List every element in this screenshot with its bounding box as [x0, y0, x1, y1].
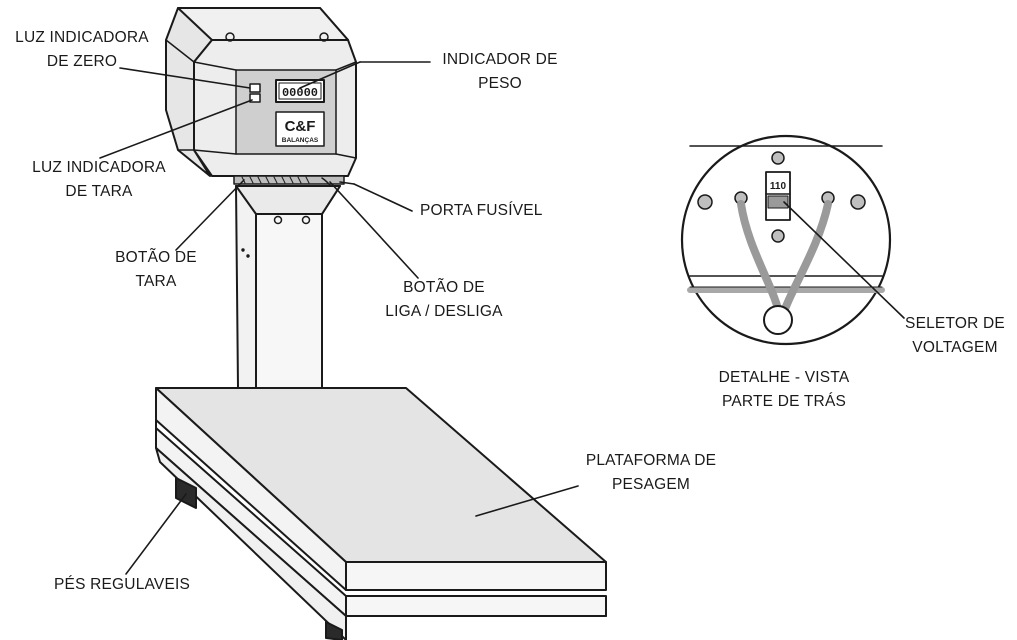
- label-zero-light-line2: DE ZERO: [46, 53, 118, 70]
- brand-plate: [275, 111, 325, 147]
- zero-light: [249, 83, 261, 93]
- label-power-button-line1: BOTÃO DE: [403, 279, 485, 296]
- display-digits: 00000: [282, 86, 318, 100]
- brand-logo: C&F: [285, 118, 316, 135]
- voltage-value: 110: [770, 181, 787, 192]
- label-tare-light: LUZ INDICADORA DE TARA: [24, 156, 174, 204]
- label-power-button: BOTÃO DE LIGA / DESLIGA: [372, 276, 516, 324]
- label-voltage-selector-line2: VOLTAGEM: [912, 339, 998, 356]
- label-tare-light-line1: LUZ INDICADORA: [32, 159, 166, 176]
- label-weight-indicator-line2: PESO: [478, 75, 522, 92]
- leader-lines: [99, 61, 905, 575]
- label-rear-detail-line1: DETALHE - VISTA: [718, 369, 850, 386]
- brand-subtitle: BALANÇAS: [282, 137, 319, 144]
- label-fuse-holder-text: PORTA FUSÍVEL: [420, 202, 543, 219]
- tare-light: [249, 93, 261, 103]
- label-platform: PLATAFORMA DE PESAGEM: [572, 449, 730, 497]
- label-tare-button-line2: TARA: [135, 273, 177, 290]
- label-voltage-selector: SELETOR DE VOLTAGEM: [896, 312, 1014, 360]
- label-tare-button-line1: BOTÃO DE: [115, 249, 197, 266]
- label-feet-text: PÉS REGULAVEIS: [54, 576, 191, 593]
- label-weight-indicator: INDICADOR DE PESO: [430, 48, 570, 96]
- label-feet: PÉS REGULAVEIS: [54, 573, 190, 597]
- label-fuse-holder: PORTA FUSÍVEL: [420, 199, 543, 223]
- label-tare-light-line2: DE TARA: [65, 183, 133, 200]
- label-platform-line2: PESAGEM: [611, 476, 691, 493]
- column: [235, 185, 341, 389]
- platform: [155, 387, 607, 640]
- label-power-button-line2: LIGA / DESLIGA: [385, 303, 503, 320]
- label-voltage-selector-line1: SELETOR DE: [905, 315, 1005, 332]
- indicator-housing: [165, 7, 357, 177]
- label-rear-detail: DETALHE - VISTA PARTE DE TRÁS: [704, 366, 864, 414]
- label-zero-light-line1: LUZ INDICADORA: [15, 29, 149, 46]
- label-rear-detail-line2: PARTE DE TRÁS: [721, 393, 847, 410]
- label-zero-light: LUZ INDICADORA DE ZERO: [8, 26, 156, 74]
- rear-detail: [680, 134, 892, 346]
- button-strip: [233, 175, 345, 185]
- label-weight-indicator-line1: INDICADOR DE: [442, 51, 558, 68]
- label-tare-button: BOTÃO DE TARA: [100, 246, 212, 294]
- label-platform-line1: PLATAFORMA DE: [585, 452, 717, 469]
